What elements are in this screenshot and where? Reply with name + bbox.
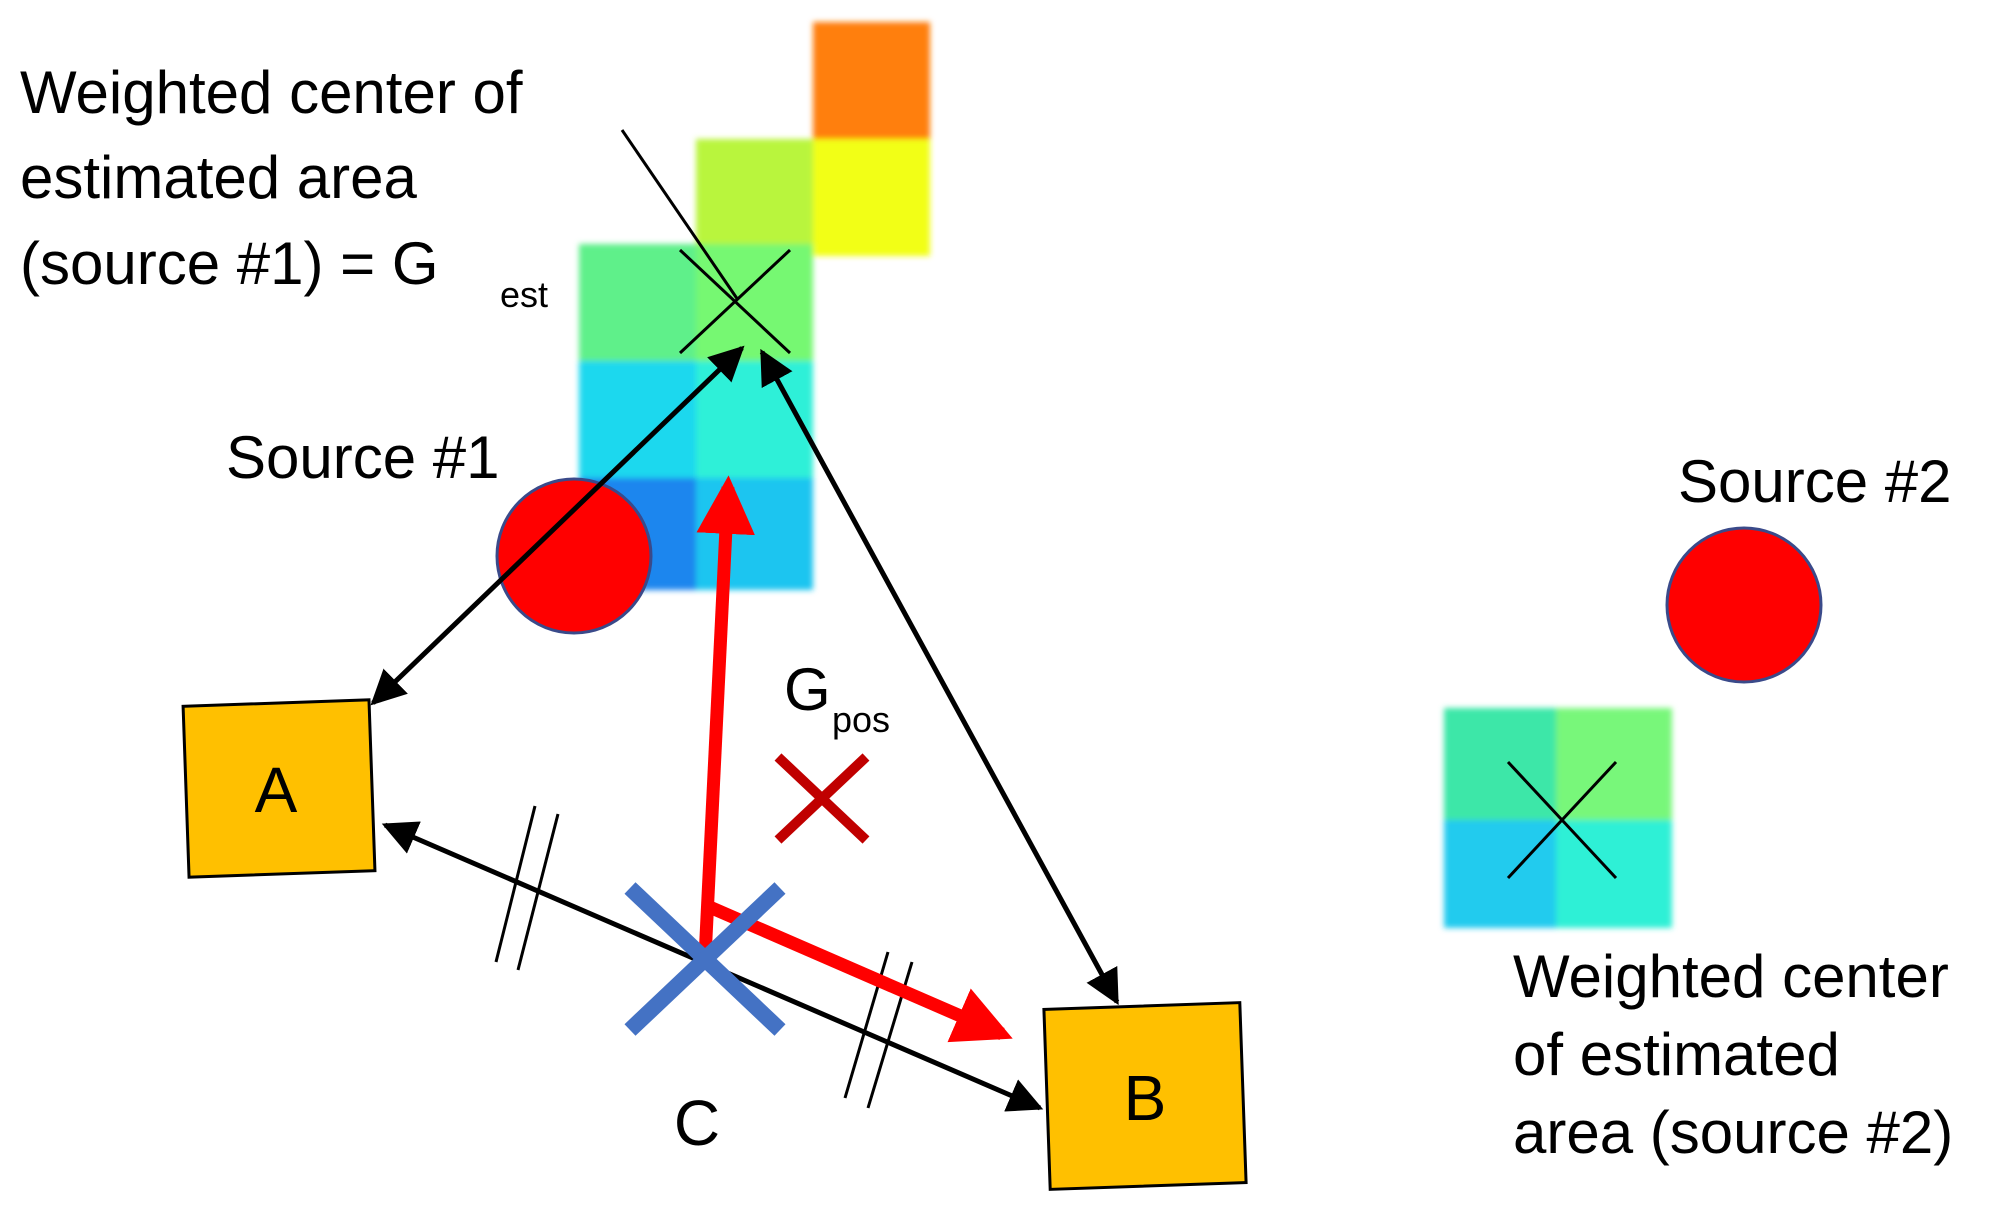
red-arrow-up <box>696 475 755 959</box>
gest-label-line1: Weighted center of <box>20 59 523 126</box>
source2-label: Source #2 <box>1678 448 1952 515</box>
source2-center-cross <box>1506 760 1618 880</box>
point-c-label: C <box>674 1087 720 1159</box>
source1-circle <box>495 477 653 635</box>
box-b <box>1042 1001 1248 1191</box>
point-c-cross <box>624 882 786 1036</box>
gpos-label-subscript: pos <box>832 699 890 740</box>
gest-label-subscript: est <box>500 274 548 315</box>
gest-label-line3: (source #1) = G <box>20 230 439 297</box>
estimated-area-source2 <box>1444 708 1672 928</box>
gpos-cross <box>774 753 870 844</box>
wc2-label-line1: Weighted center <box>1513 943 1949 1010</box>
box-a-label: A <box>255 754 298 826</box>
gest-label-line2: estimated area <box>20 144 418 211</box>
arrow-gest-to-a <box>370 345 745 706</box>
wc2-label-line3: area (source #2) <box>1513 1099 1953 1166</box>
arrow-gest-to-b <box>759 348 1120 1006</box>
red-arrow-to-b <box>702 899 1013 1043</box>
gpos-label: G <box>784 656 831 723</box>
box-a <box>181 698 377 879</box>
source1-label: Source #1 <box>226 424 500 491</box>
gest-leader-line <box>620 129 740 301</box>
wc2-label-line2: of estimated <box>1513 1021 1840 1088</box>
source2-circle <box>1665 526 1823 684</box>
box-b-label: B <box>1124 1062 1167 1134</box>
gest-cross <box>678 248 792 355</box>
